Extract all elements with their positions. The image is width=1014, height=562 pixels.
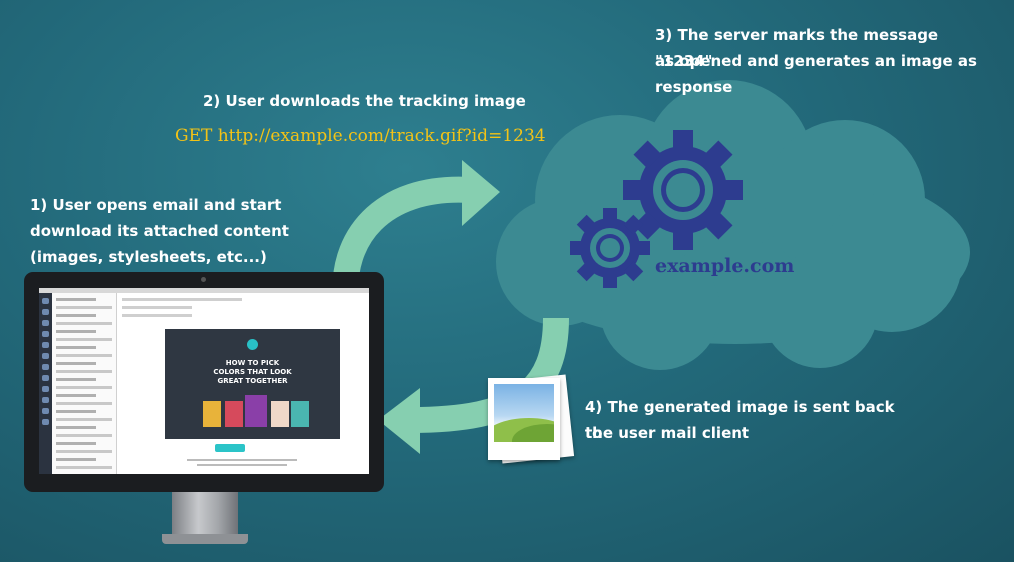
step3-line: as opened and generates an image as <box>655 52 977 70</box>
step3-line: response <box>655 78 733 96</box>
step3-line: 3) The server marks the message "1234" <box>655 26 939 70</box>
server-domain: example.com <box>655 255 795 277</box>
step1-line: 1) User opens email and start <box>30 196 282 214</box>
step1-line: download its attached content <box>30 222 289 240</box>
step4-line: 4) The generated image is sent back to <box>585 398 895 442</box>
newsletter-banner: HOW TO PICK COLORS THAT LOOK GREAT TOGET… <box>165 329 340 439</box>
step4-line: the user mail client <box>585 424 750 442</box>
step1-label: 1) User opens email and start download i… <box>30 192 320 270</box>
mail-reader: HOW TO PICK COLORS THAT LOOK GREAT TOGET… <box>117 293 369 474</box>
gear-icon <box>570 208 650 288</box>
computer-icon: HOW TO PICK COLORS THAT LOOK GREAT TOGET… <box>24 272 384 492</box>
monitor-stand <box>172 491 238 537</box>
newsletter-title: HOW TO PICK COLORS THAT LOOK GREAT TOGET… <box>213 359 292 385</box>
step2-label: 2) User downloads the tracking image <box>203 92 526 110</box>
gear-icon <box>623 130 743 250</box>
cta-button <box>215 444 245 452</box>
newsletter-logo <box>247 339 258 350</box>
image-icon <box>488 378 560 460</box>
dock <box>39 293 52 474</box>
menu-bar <box>39 288 369 293</box>
camera-dot <box>201 277 206 282</box>
tracking-request-url: GET http://example.com/track.gif?id=1234 <box>175 126 546 146</box>
mail-client-screen: HOW TO PICK COLORS THAT LOOK GREAT TOGET… <box>39 288 369 474</box>
step1-line: (images, stylesheets, etc...) <box>30 248 267 266</box>
step4-label: 4) The generated image is sent back to t… <box>585 394 915 446</box>
mail-list <box>52 293 117 474</box>
step3-label: 3) The server marks the message "1234" a… <box>655 22 995 100</box>
monitor-base <box>162 534 248 544</box>
